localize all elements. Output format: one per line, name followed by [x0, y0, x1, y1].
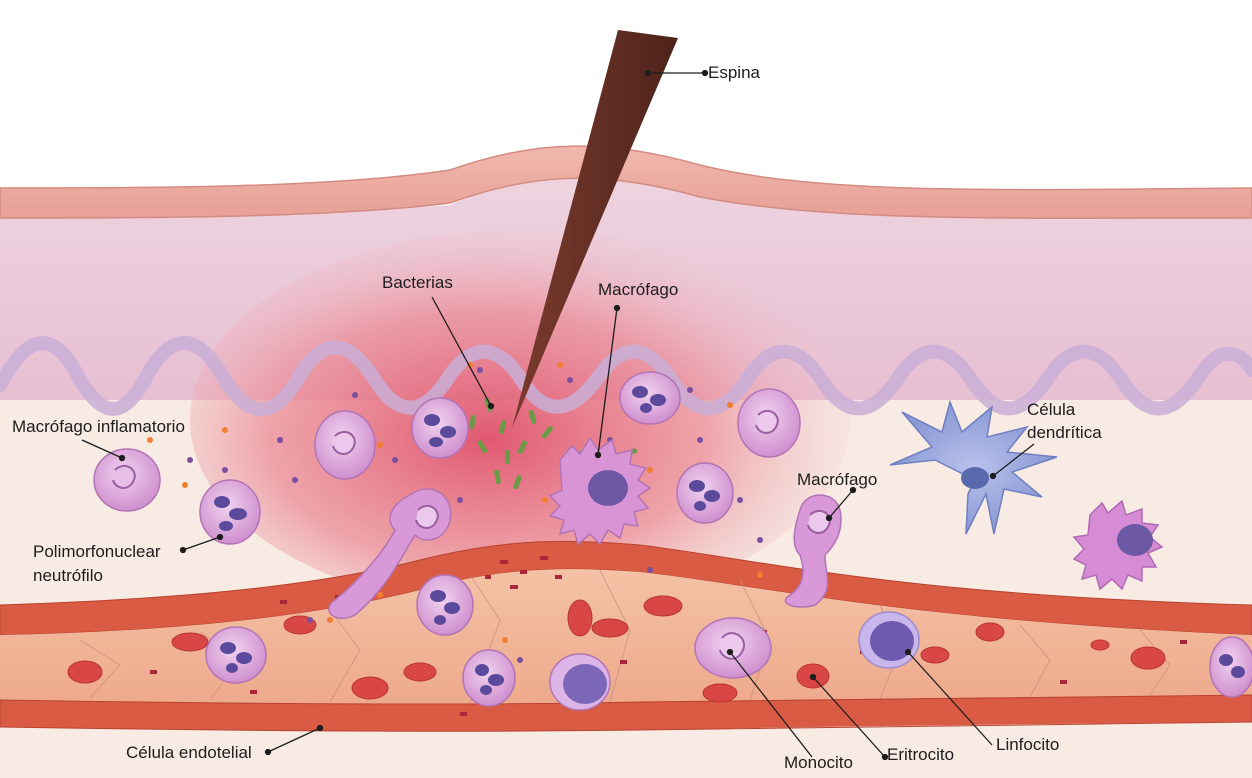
macrophage-right-nucleus	[1117, 524, 1153, 556]
label-celula-endotelial: Célula endotelial	[126, 742, 252, 764]
label-macrofago-right: Macrófago	[797, 469, 877, 491]
label-polimorfonuclear-line2: neutrófilo	[33, 565, 103, 587]
label-monocito: Monocito	[784, 752, 853, 774]
label-polimorfonuclear-line1: Polimorfonuclear	[33, 541, 161, 563]
label-celula-dendritica-line2: dendrítica	[1027, 422, 1102, 444]
label-eritrocito: Eritrocito	[887, 744, 954, 766]
label-linfocito: Linfocito	[996, 734, 1059, 756]
label-macrofago-top: Macrófago	[598, 279, 678, 301]
label-celula-dendritica-line1: Célula	[1027, 399, 1075, 421]
label-espina: Espina	[708, 62, 760, 84]
dendritic-nucleus	[961, 467, 989, 489]
label-macrofago-inflamatorio: Macrófago inflamatorio	[12, 416, 185, 438]
label-bacterias: Bacterias	[382, 272, 453, 294]
